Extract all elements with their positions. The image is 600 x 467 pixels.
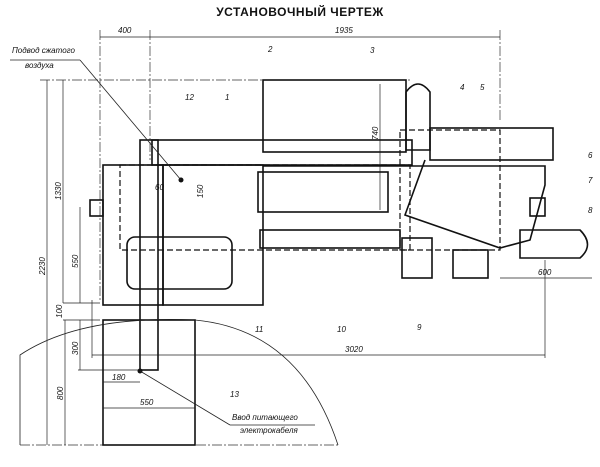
callout-4: 4 — [460, 83, 465, 92]
callout-3: 3 — [370, 46, 375, 55]
cable-label-2: электрокабеля — [240, 426, 298, 435]
nut-7 — [529, 197, 546, 217]
callout-9: 9 — [417, 323, 422, 332]
dim-800: 800 — [56, 386, 65, 400]
housing-2 — [262, 79, 407, 153]
dim-150: 150 — [196, 184, 205, 198]
air-label-2: воздуха — [25, 61, 54, 70]
callout-8: 8 — [588, 206, 593, 215]
callout-5: 5 — [480, 83, 485, 92]
callout-10: 10 — [337, 325, 346, 334]
cabinet-13 — [102, 319, 196, 446]
callout-6: 6 — [588, 151, 593, 160]
dim-60: 60 — [155, 183, 164, 192]
callout-11: 11 — [255, 325, 263, 334]
spindle-block — [401, 237, 433, 279]
rails — [259, 229, 401, 249]
dim-1935: 1935 — [335, 26, 353, 35]
left-knob — [89, 199, 104, 217]
dim-2230: 2230 — [38, 257, 47, 276]
callout-2: 2 — [267, 45, 273, 54]
dim-100: 100 — [55, 304, 64, 318]
dim-600: 600 — [538, 268, 552, 277]
base-block-11 — [162, 164, 264, 306]
slide — [257, 171, 389, 213]
air-label-1: Подвод сжатого — [12, 46, 76, 55]
dim-3020: 3020 — [345, 345, 363, 354]
callout-13: 13 — [230, 390, 239, 399]
callout-7: 7 — [588, 176, 593, 185]
dim-1330: 1330 — [54, 182, 63, 200]
dim-550h: 550 — [140, 398, 154, 407]
dim-740: 740 — [371, 126, 380, 140]
hidden-outline-head — [399, 129, 501, 251]
cable-leader — [139, 370, 231, 426]
callout-12: 12 — [185, 93, 194, 102]
base-left-block — [102, 164, 164, 306]
column-post — [139, 139, 159, 371]
head-6 — [263, 159, 546, 249]
unit-9 — [452, 249, 489, 279]
dim-550v: 550 — [71, 254, 80, 268]
callout-1: 1 — [225, 93, 229, 102]
motor-8 — [519, 229, 589, 259]
air-leader — [79, 59, 182, 181]
guide-5 — [429, 127, 554, 161]
drawing-title: УСТАНОВОЧНЫЙ ЧЕРТЕЖ — [216, 5, 384, 19]
cable-label-1: Ввод питающего — [232, 413, 298, 422]
dim-300: 300 — [71, 341, 80, 355]
swing-arc — [19, 319, 339, 446]
base-window — [126, 236, 233, 290]
hidden-outline — [119, 164, 411, 251]
dim-180: 180 — [112, 373, 126, 382]
dim-400: 400 — [118, 26, 132, 35]
